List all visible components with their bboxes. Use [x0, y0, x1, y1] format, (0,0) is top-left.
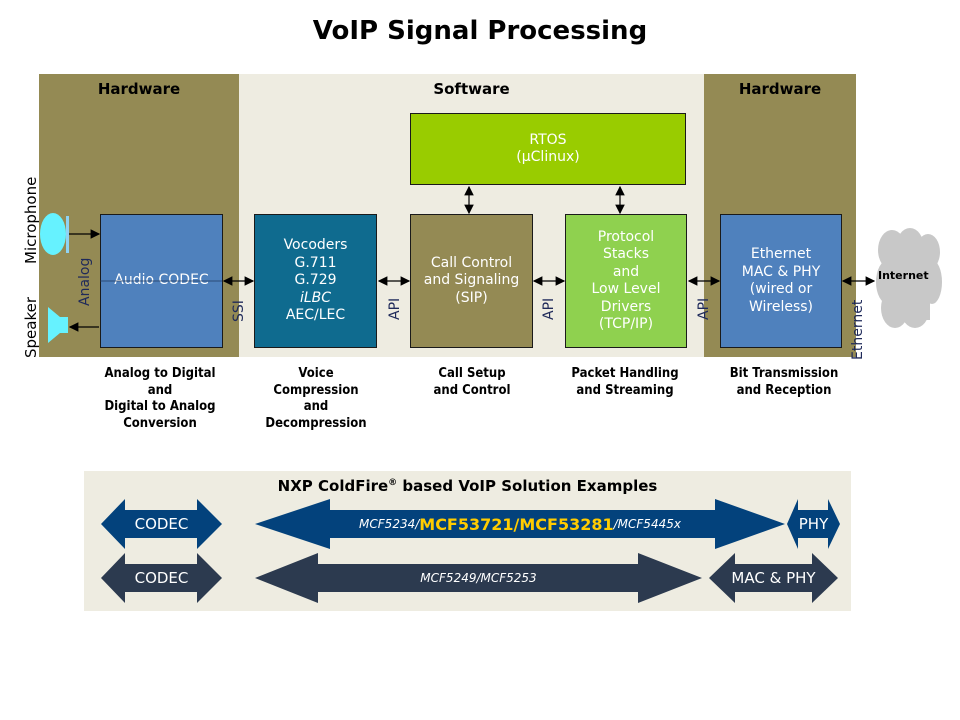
rtos-block: RTOS(µClinux): [410, 113, 686, 185]
ethernet-line: MAC & PHY: [741, 263, 821, 280]
row2-mcu-arrow: [255, 553, 702, 603]
caption-line: and Control: [433, 382, 511, 398]
protocol-line: and: [612, 263, 640, 280]
row2-mac-phy-label: MAC & PHY: [731, 569, 816, 587]
internet-label: Internet: [878, 269, 929, 282]
call-control-line: and Signaling: [423, 272, 520, 289]
caption-line: Decompression: [265, 415, 367, 431]
caption-bits: Bit Transmission and Reception: [709, 366, 859, 399]
caption-line: and: [147, 382, 173, 398]
caption-line: Packet Handling: [571, 366, 679, 381]
protocol-line: Drivers: [600, 298, 652, 315]
row1-codec-arrow: [101, 499, 222, 549]
caption-line: and Streaming: [576, 382, 674, 398]
caption-line: Call Setup: [438, 366, 506, 381]
vocoder-line: Vocoders: [283, 237, 348, 254]
vocoders-block: Vocoders G.711 G.729 iLBC AEC/LEC: [254, 214, 377, 348]
row1-phy-label: PHY: [798, 515, 829, 533]
microphone-icon: [40, 213, 69, 255]
solutions-title-text: NXP ColdFire: [277, 477, 389, 495]
registered-mark: ®: [388, 478, 398, 488]
ethernet-line: Wireless): [748, 298, 814, 315]
row1-mcu-arrow: [255, 499, 785, 549]
caption-line: Analog to Digital: [104, 366, 216, 381]
ethernet-block: Ethernet MAC & PHY (wired or Wireless): [720, 214, 842, 348]
mcu-highlight: MCF53721/MCF53281: [419, 514, 614, 534]
rtos-line: RTOS: [529, 131, 567, 148]
vocoder-line: iLBC: [299, 289, 332, 306]
mcu-suffix: /MCF5445x: [613, 517, 681, 531]
caption-codec: Analog to Digital and Digital to Analog …: [85, 366, 235, 432]
mcu-prefix: MCF5234/: [359, 517, 420, 531]
call-control-block: Call Control and Signaling (SIP): [410, 214, 533, 348]
row1-codec-label: CODEC: [134, 515, 189, 533]
call-control-line: (SIP): [455, 289, 488, 306]
caption-vocoders: Voice Compression and Decompression: [241, 366, 391, 432]
rtos-line: (µClinux): [516, 149, 580, 165]
row2-mcu-label: MCF5249/MCF5253: [420, 571, 537, 585]
ethernet-line: Ethernet: [750, 246, 812, 262]
vocoder-line: G.711: [294, 254, 337, 271]
left-hardware-label: Hardware: [97, 80, 181, 98]
call-control-line: Call Control: [430, 254, 513, 271]
internet-cloud-icon: [876, 228, 942, 328]
row1-phy-arrow: [787, 499, 840, 549]
protocol-stacks-block: Protocol Stacks and Low Level Drivers (T…: [565, 214, 687, 348]
protocol-line: (TCP/IP): [598, 316, 654, 332]
vocoder-line: AEC/LEC: [285, 307, 346, 324]
solutions-title: NXP ColdFire® based VoIP Solution Exampl…: [84, 477, 851, 495]
right-hardware-label: Hardware: [738, 80, 822, 98]
solutions-title-rest: based VoIP Solution Examples: [397, 477, 658, 495]
software-label: Software: [433, 80, 510, 98]
row2-codec-label: CODEC: [134, 569, 189, 587]
row1-mcu-label: MCF5234/MCF53721/MCF53281/MCF5445x: [255, 510, 785, 538]
caption-line: Conversion: [123, 415, 197, 431]
row2-mac-phy-arrow: [709, 553, 838, 603]
caption-line: and: [303, 399, 329, 414]
caption-line: Compression: [273, 382, 359, 398]
caption-line: Digital to Analog: [104, 399, 216, 414]
protocol-line: Protocol: [597, 228, 655, 245]
audio-codec-label: Audio CODEC: [114, 272, 209, 289]
row2-codec-arrow: [101, 553, 222, 603]
caption-line: Bit Transmission: [729, 366, 839, 381]
vocoder-line: G.729: [294, 272, 337, 289]
caption-call: Call Setup and Control: [397, 366, 547, 399]
page-title: VoIP Signal Processing: [312, 16, 648, 46]
caption-line: and Reception: [736, 382, 832, 398]
caption-packet: Packet Handling and Streaming: [550, 366, 700, 399]
speaker-icon: [48, 307, 68, 343]
protocol-line: Stacks: [602, 246, 650, 262]
ethernet-line: (wired or: [749, 281, 813, 297]
protocol-line: Low Level: [591, 281, 661, 297]
caption-line: Voice: [298, 366, 334, 381]
